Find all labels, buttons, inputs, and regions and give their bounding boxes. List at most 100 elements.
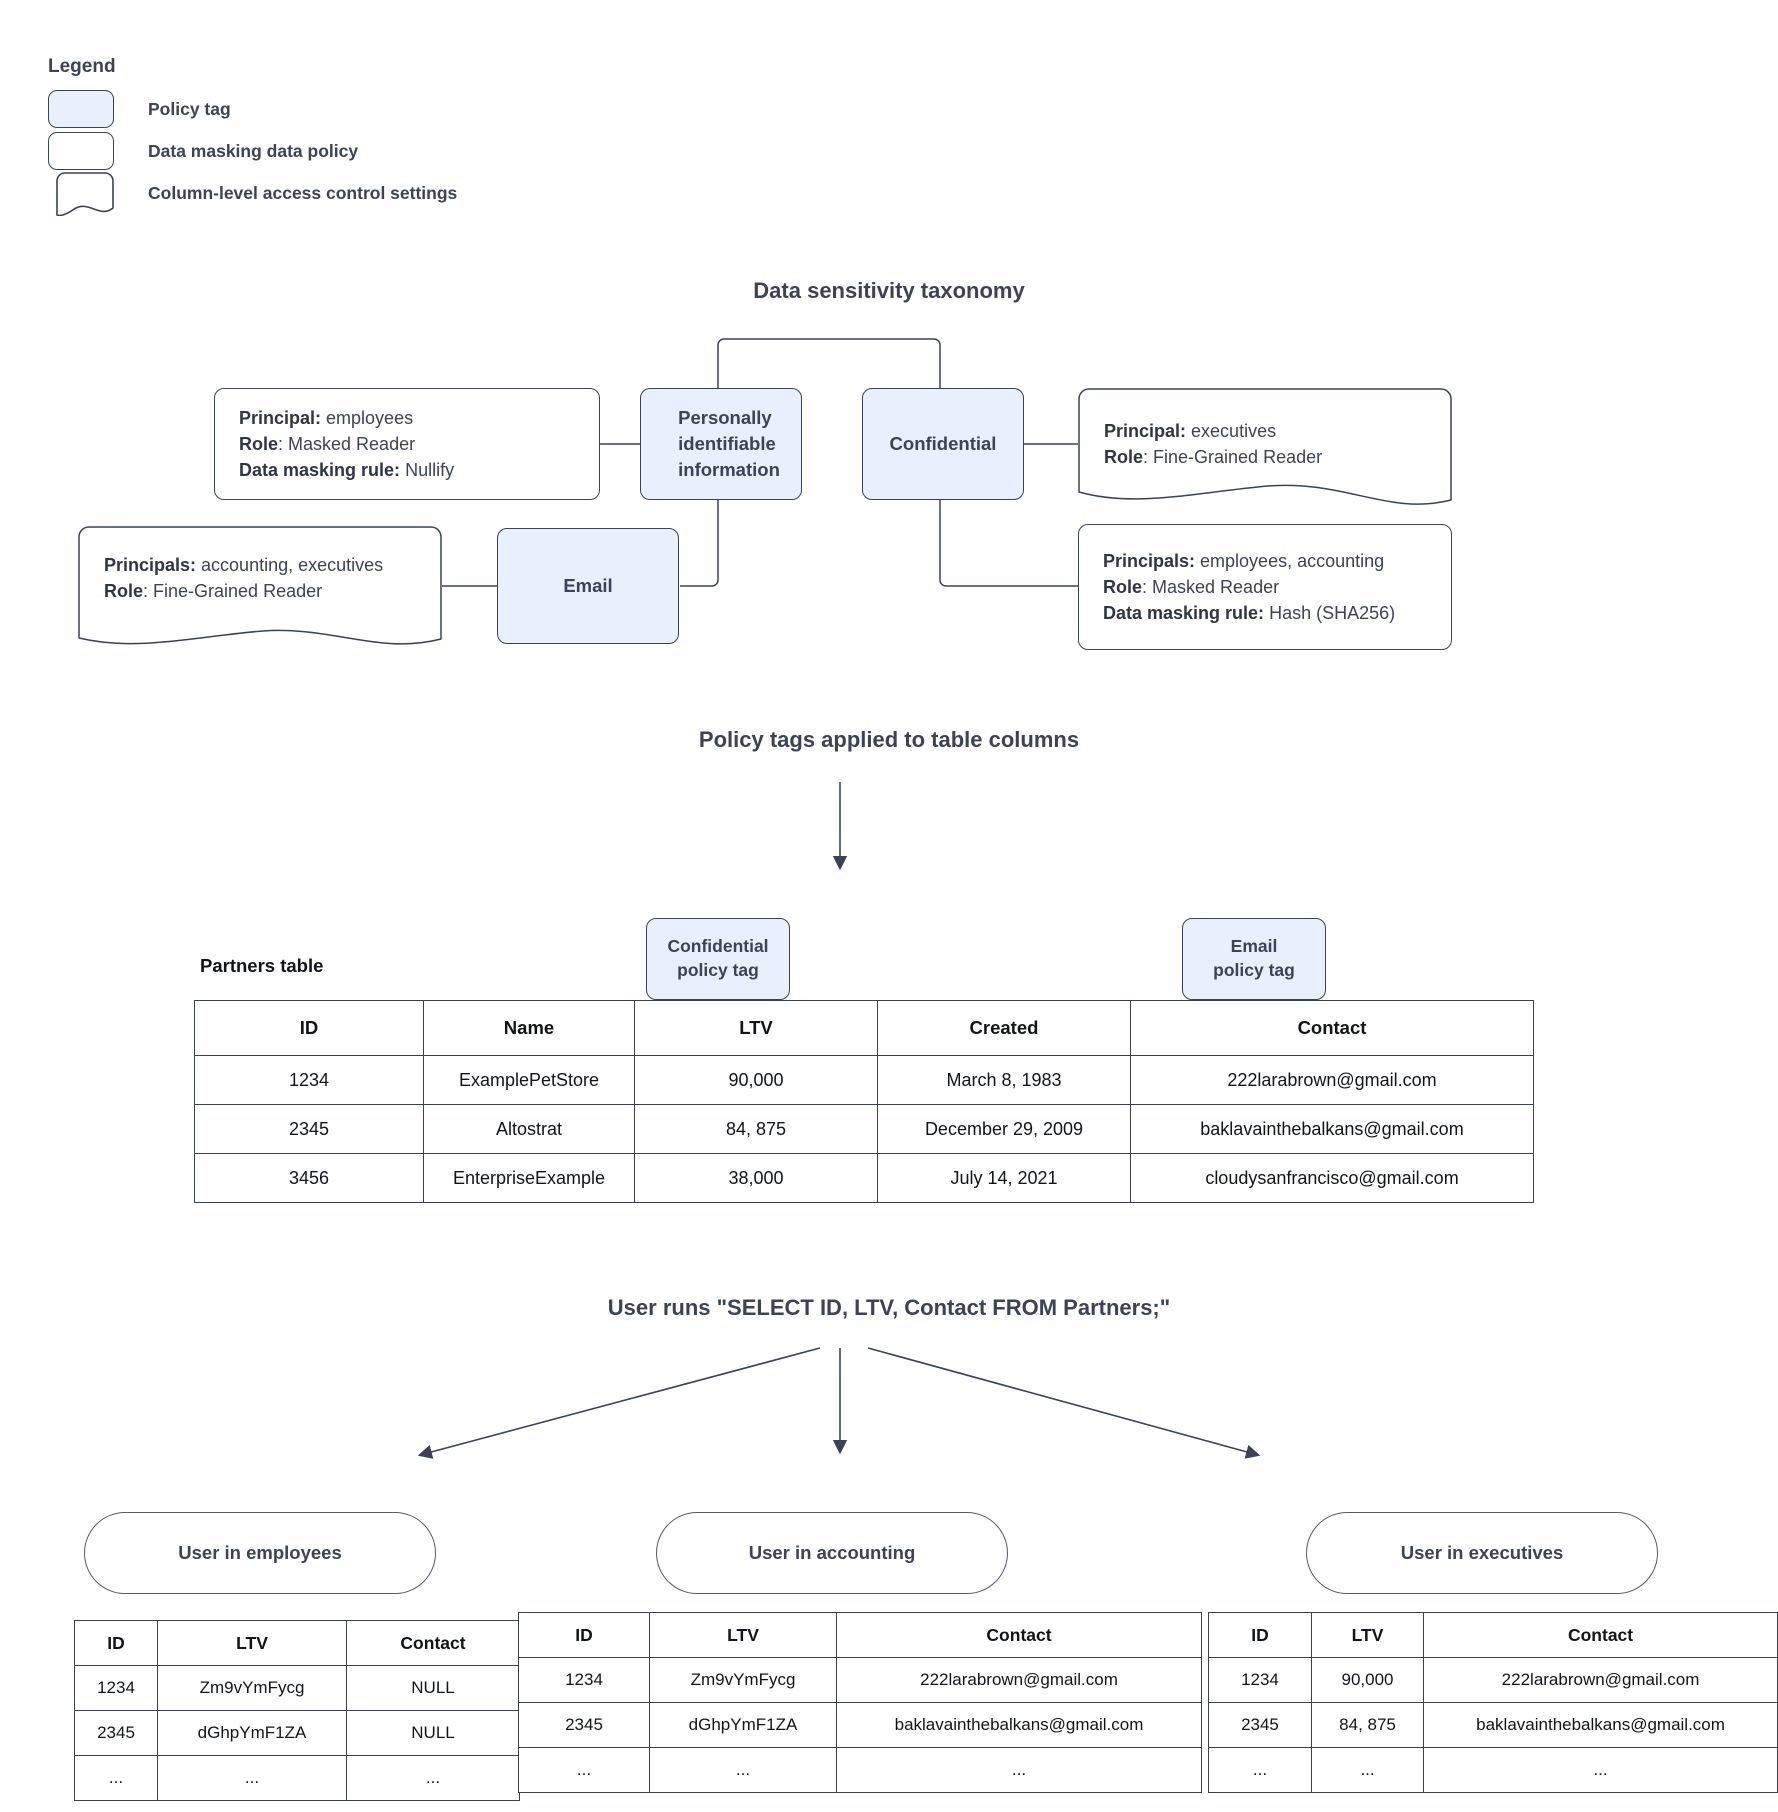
cell-contact: 222larabrown@gmail.com: [1130, 1055, 1534, 1105]
column-header: Name: [423, 1000, 635, 1056]
result-table-executives: ID LTV Contact 1234 90,000 222larabrown@…: [1208, 1612, 1778, 1793]
actor-user-in-accounting[interactable]: User in accounting: [656, 1512, 1008, 1594]
cell-id: 1234: [74, 1665, 158, 1711]
cell-ltv: 90,000: [1310, 1657, 1425, 1703]
principal-value: executives: [1186, 421, 1277, 441]
document-shape-icon: [1078, 388, 1452, 505]
legend-item-data-masking-policy: Data masking data policy: [48, 130, 457, 172]
applied-title: Policy tags applied to table columns: [698, 727, 1080, 752]
taxonomy-title: Data sensitivity taxonomy: [753, 278, 1025, 303]
column-access-control-confidential: Principal: executives Role: Fine-Grained…: [1078, 388, 1452, 510]
actor-label: User in employees: [178, 1542, 342, 1563]
cell-id: ...: [518, 1747, 650, 1793]
data-masking-policy-confidential-text: Principals: employees, accounting Role: …: [1079, 548, 1395, 626]
cell-ltv: Zm9vYmFycg: [157, 1665, 347, 1711]
cell-contact: 222larabrown@gmail.com: [1423, 1657, 1778, 1703]
column-header: Created: [877, 1000, 1131, 1056]
policy-line-rule: Data masking rule: Nullify: [239, 457, 454, 483]
cell-ltv: dGhpYmF1ZA: [157, 1710, 347, 1756]
cell-ltv: 84, 875: [634, 1104, 878, 1154]
cell-contact: ...: [346, 1755, 520, 1801]
policy-line-rule: Data masking rule: Hash (SHA256): [1103, 600, 1395, 626]
table-row: ... ... ...: [1208, 1747, 1778, 1793]
table-row: 2345 dGhpYmF1ZA NULL: [74, 1710, 520, 1756]
cell-ltv: dGhpYmF1ZA: [649, 1702, 837, 1748]
cell-contact: NULL: [346, 1665, 520, 1711]
tag-line-2: policy tag: [677, 960, 759, 980]
cell-contact: baklavainthebalkans@gmail.com: [836, 1702, 1202, 1748]
cell-created: July 14, 2021: [877, 1153, 1131, 1203]
cell-name: EnterpriseExample: [423, 1153, 635, 1203]
legend-item-label: Column-level access control settings: [148, 182, 458, 203]
column-policy-tag-confidential[interactable]: Confidential policy tag: [646, 918, 790, 1000]
principals-value: employees, accounting: [1195, 550, 1385, 571]
policy-line-role: Role: Fine-Grained Reader: [1104, 444, 1452, 470]
partners-table: ID Name LTV Created Contact 1234 Example…: [194, 1000, 1534, 1203]
legend-item-column-access-control: Column-level access control settings: [48, 172, 458, 217]
column-policy-tag-email-label: Email policy tag: [1183, 935, 1325, 982]
applied-arrow: [832, 782, 848, 871]
table-header-row: ID LTV Contact: [74, 1620, 520, 1666]
cell-id: 2345: [1208, 1702, 1312, 1748]
table-row: 1234 ExamplePetStore 90,000 March 8, 198…: [194, 1055, 1534, 1105]
arrow-to-employees: [417, 1347, 821, 1459]
cell-id: 2345: [518, 1702, 650, 1748]
cell-id: 2345: [74, 1710, 158, 1756]
column-header: ID: [518, 1612, 650, 1658]
column-access-control-swatch: [48, 172, 114, 217]
table-row: ... ... ...: [518, 1747, 1202, 1793]
policy-tag-email[interactable]: Email: [497, 528, 679, 644]
role-label: Role: [104, 581, 144, 602]
policy-tag-confidential[interactable]: Confidential: [862, 388, 1024, 500]
rule-label: Data masking rule:: [239, 460, 401, 481]
column-header: ID: [1208, 1612, 1312, 1658]
principal-value: employees: [321, 407, 414, 428]
role-value: : Masked Reader: [1142, 576, 1280, 597]
principals-label: Principals:: [104, 555, 197, 575]
table-row: 3456 EnterpriseExample 38,000 July 14, 2…: [194, 1153, 1534, 1203]
cell-ltv: ...: [1310, 1747, 1425, 1793]
tag-line-2: policy tag: [1213, 960, 1295, 980]
tag-line-1: Confidential: [667, 936, 769, 957]
cell-contact: cloudysanfrancisco@gmail.com: [1130, 1153, 1534, 1203]
principals-value: accounting, executives: [196, 555, 384, 575]
cell-contact: ...: [836, 1747, 1202, 1793]
data-masking-policy-confidential: Principals: employees, accounting Role: …: [1078, 524, 1452, 650]
tag-line-1: Email: [1230, 936, 1278, 957]
pii-line-1: Personally: [678, 406, 772, 428]
principal-label: Principal:: [239, 407, 322, 428]
legend-title: Legend: [48, 56, 116, 77]
document-shape-icon: [78, 526, 442, 645]
policy-line-role: Role: Masked Reader: [239, 431, 454, 457]
cell-contact: baklavainthebalkans@gmail.com: [1130, 1104, 1534, 1154]
table-header-row: ID LTV Contact: [1208, 1612, 1778, 1658]
cell-id: 1234: [1208, 1657, 1312, 1703]
policy-tag-pii[interactable]: Personally identifiable information: [640, 388, 802, 500]
cell-id: 1234: [518, 1657, 650, 1703]
role-value: : Fine-Grained Reader: [143, 581, 323, 602]
column-policy-tag-email[interactable]: Email policy tag: [1182, 918, 1326, 1000]
role-label: Role: [239, 433, 279, 454]
query-fanout-arrows: [417, 1347, 1261, 1459]
column-access-control-email-text: Principals: accounting, executives Role:…: [78, 526, 442, 604]
column-access-control-email: Principals: accounting, executives Role:…: [78, 526, 442, 648]
cell-ltv: Zm9vYmFycg: [649, 1657, 837, 1703]
table-row: 2345 84, 875 baklavainthebalkans@gmail.c…: [1208, 1702, 1778, 1748]
cell-ltv: ...: [649, 1747, 837, 1793]
legend: Legend Policy tag Data masking data poli…: [48, 56, 458, 217]
actor-user-in-executives[interactable]: User in executives: [1306, 1512, 1658, 1594]
legend-item-label: Data masking data policy: [148, 140, 359, 161]
partners-table-caption: Partners table: [200, 955, 324, 976]
rule-value: Nullify: [400, 460, 455, 481]
cell-name: Altostrat: [423, 1104, 635, 1154]
arrow-to-executives: [867, 1347, 1261, 1459]
actor-user-in-employees[interactable]: User in employees: [84, 1512, 436, 1594]
column-header: Contact: [836, 1612, 1202, 1658]
query-title: User runs "SELECT ID, LTV, Contact FROM …: [607, 1295, 1171, 1320]
cell-ltv: ...: [157, 1755, 347, 1801]
column-header: LTV: [634, 1000, 878, 1056]
cell-id: 3456: [194, 1153, 424, 1203]
table-row: 1234 Zm9vYmFycg NULL: [74, 1665, 520, 1711]
principal-label: Principal:: [1104, 421, 1187, 441]
cell-contact: baklavainthebalkans@gmail.com: [1423, 1702, 1778, 1748]
